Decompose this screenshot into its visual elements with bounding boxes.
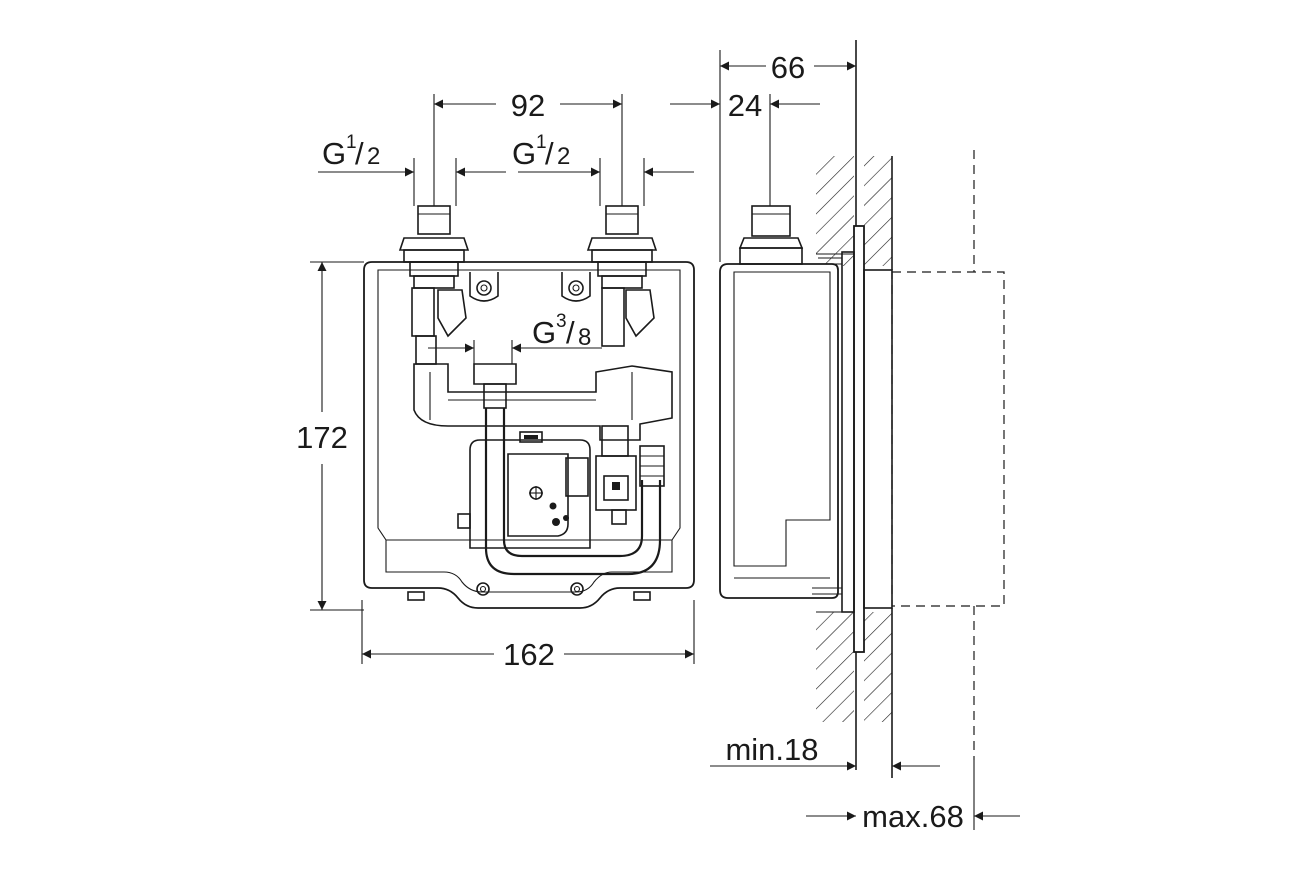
front-view [363,205,695,609]
mounting-lug-right [561,272,591,302]
flex-hose [484,408,665,576]
thread-inner-numerator: 3 [556,311,567,332]
control-module [457,425,637,549]
wall-box-hidden-outline [891,271,1005,607]
cover-plate [853,225,865,653]
dim-width-label: 162 [503,637,555,672]
front-dimensions: 92 G 1 / 2 G 1 / 2 G 3 / 8 172 [296,88,695,672]
dim-wall-max-label: max.68 [862,799,964,834]
dim-depth-connection-label: 24 [728,88,762,123]
side-view [719,40,1005,778]
cover-frame [841,251,855,613]
thread-left-denominator: 2 [367,143,380,170]
mixing-body [413,363,673,441]
dim-wall-min-label: min.18 [725,732,818,767]
wall-hatch-upper-left [816,156,854,266]
thread-mid-label: G [512,136,536,171]
side-dimensions: 66 24 min.18 max.68 [670,50,1020,834]
mounting-screw-bottom-right [570,582,584,596]
inlet-connection-right [586,205,658,347]
thread-left-numerator: 1 [346,132,357,153]
thread-left-label: G [322,136,346,171]
side-connection [738,205,804,265]
housing-side [719,263,839,599]
dim-height-label: 172 [296,420,348,455]
foot-right [633,591,651,601]
thread-left-slash: / [355,136,364,171]
housing-inner [377,269,681,593]
thread-mid-slash: / [545,136,554,171]
wall-box-front [863,269,893,609]
thread-inner-slash: / [566,315,575,350]
foot-left [407,591,425,601]
wall-hatch-lower-left [816,612,854,722]
thread-inner-denominator: 8 [578,324,591,351]
dim-depth-total-label: 66 [771,50,805,85]
thread-mid-denominator: 2 [557,143,570,170]
thread-inner-label: G [532,315,556,350]
mounting-lug-left [469,272,499,302]
wall-hatch-lower-right [864,612,892,722]
dim-spacing-label: 92 [511,88,545,123]
mounting-screw-bottom-left [476,582,490,596]
wall-hatch-upper-right [864,156,892,266]
housing-side-inner [733,271,831,567]
thread-mid-numerator: 1 [536,132,547,153]
